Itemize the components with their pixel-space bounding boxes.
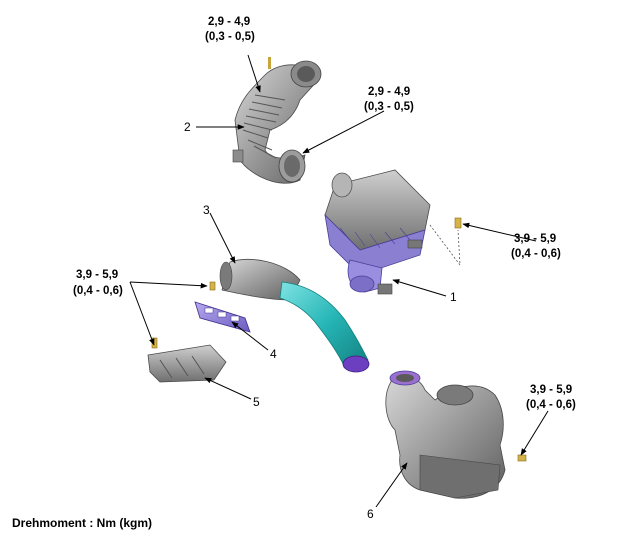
torque-kgm: (0,4 - 0,6) [73, 285, 123, 297]
torque-kgm: (0,3 - 0,5) [364, 101, 414, 113]
torque-nm: 3,9 - 5,9 [76, 269, 118, 281]
torque-kgm: (0,4 - 0,6) [511, 248, 561, 260]
torque-nm: 3,9 - 5,9 [514, 233, 556, 245]
part-number-5: 5 [253, 395, 260, 409]
torque-nm: 3,9 - 5,9 [530, 384, 572, 396]
air-cleaner-part-1 [324, 169, 462, 295]
torque-callout-hose-bottom: 2,9 - 4,9 (0,3 - 0,5) [364, 86, 414, 113]
torque-nm: 2,9 - 4,9 [368, 86, 410, 98]
gasket-part-4 [194, 301, 251, 333]
part-number-4: 4 [270, 347, 277, 361]
torque-callout-duct: 3,9 - 5,9 (0,4 - 0,6) [73, 269, 123, 297]
bracket-part-5 [147, 337, 227, 383]
part-number-2: 2 [184, 120, 191, 134]
intake-hose-part-2 [232, 57, 322, 184]
torque-callout-air-cleaner: 3,9 - 5,9 (0,4 - 0,6) [511, 233, 561, 260]
part-number-6: 6 [367, 507, 374, 521]
torque-unit-note: Drehmoment : Nm (kgm) [12, 516, 152, 530]
torque-nm: 2,9 - 4,9 [208, 16, 250, 28]
leader-lines [129, 54, 549, 508]
torque-kgm: (0,3 - 0,5) [205, 31, 255, 43]
part-number-1: 1 [450, 290, 457, 304]
torque-callout-resonator: 3,9 - 5,9 (0,4 - 0,6) [526, 384, 576, 411]
torque-kgm: (0,4 - 0,6) [526, 399, 576, 411]
resonator-part-6 [385, 370, 527, 499]
part-number-3: 3 [203, 203, 210, 217]
torque-callout-hose-top: 2,9 - 4,9 (0,3 - 0,5) [205, 16, 255, 43]
air-duct-part-3 [209, 258, 370, 373]
